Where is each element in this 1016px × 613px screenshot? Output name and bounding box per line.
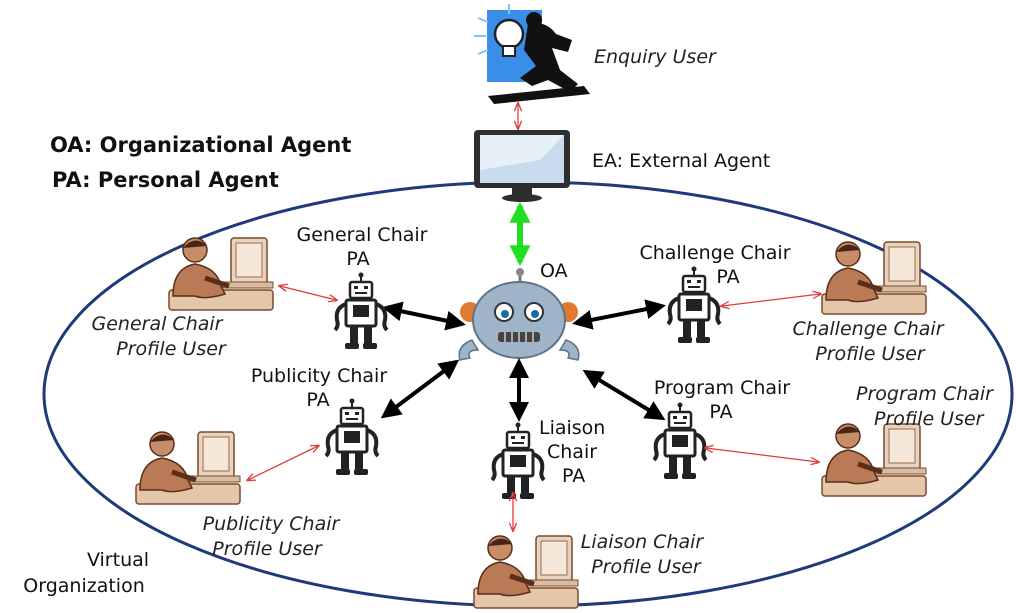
publicity-chair-pa-label-1: Publicity Chair	[251, 365, 387, 387]
pa-robot-icon	[666, 266, 722, 345]
virtual-org-label-2: Organization	[23, 575, 144, 597]
challenge-chair-pa-label-1: Challenge Chair	[639, 242, 790, 264]
pa-robot-icon	[333, 272, 389, 351]
general-user-label-1: General Chair	[92, 313, 224, 335]
liaison-chair-pa-label-1: Liaison	[539, 417, 605, 439]
liaison-user-label-2: Profile User	[591, 556, 702, 578]
enquiry-user-label: Enquiry User	[594, 46, 717, 68]
publicity-user-label-1: Publicity Chair	[203, 513, 341, 535]
liaison-chair-pa-label-2: Chair	[547, 441, 597, 463]
legend-oa: OA: Organizational Agent	[50, 133, 351, 157]
pa-robot-icon	[490, 422, 546, 501]
computer-monitor-icon	[474, 130, 570, 202]
oa-robot-icon	[458, 268, 580, 361]
user-at-desk-icon	[474, 536, 578, 608]
general-chair-pa-label-2: PA	[346, 248, 369, 270]
oa-publicity-link	[380, 359, 460, 419]
legend-pa: PA: Personal Agent	[52, 168, 279, 192]
user-at-desk-icon	[822, 424, 926, 496]
lightbulb-running-person-icon	[474, 4, 590, 104]
virtual-org-label-1: Virtual	[87, 549, 149, 571]
publicity-chair-pa-label-2: PA	[306, 389, 329, 411]
liaison-user-label-1: Liaison Chair	[581, 531, 705, 553]
challenge-user-link	[722, 294, 820, 306]
challenge-chair-pa-label-2: PA	[716, 266, 739, 288]
user-at-desk-icon	[136, 432, 240, 504]
user-at-desk-icon	[169, 238, 273, 310]
user-at-desk-icon	[822, 242, 926, 314]
general-user-link	[280, 286, 336, 300]
oa-challenge-link	[572, 299, 666, 330]
general-chair-pa-label-1: General Chair	[297, 224, 428, 246]
pa-robot-icon	[652, 402, 708, 481]
program-user-label-1: Program Chair	[856, 383, 994, 405]
program-user-label-2: Profile User	[874, 408, 985, 430]
publicity-user-label-2: Profile User	[212, 538, 323, 560]
external-agent-label: EA: External Agent	[592, 150, 770, 172]
oa-program-link	[582, 369, 666, 421]
challenge-user-label-1: Challenge Chair	[792, 318, 944, 340]
oa-general-link	[382, 301, 466, 331]
liaison-chair-pa-label-3: PA	[562, 465, 585, 487]
program-chair-pa-label-2: PA	[709, 401, 732, 423]
program-chair-pa-label-1: Program Chair	[654, 377, 790, 399]
publicity-user-link	[248, 446, 318, 480]
program-user-link	[706, 448, 818, 462]
pa-robot-icon	[324, 398, 380, 477]
oa-label: OA	[540, 260, 568, 282]
challenge-user-label-2: Profile User	[815, 343, 926, 365]
general-user-label-2: Profile User	[116, 338, 227, 360]
